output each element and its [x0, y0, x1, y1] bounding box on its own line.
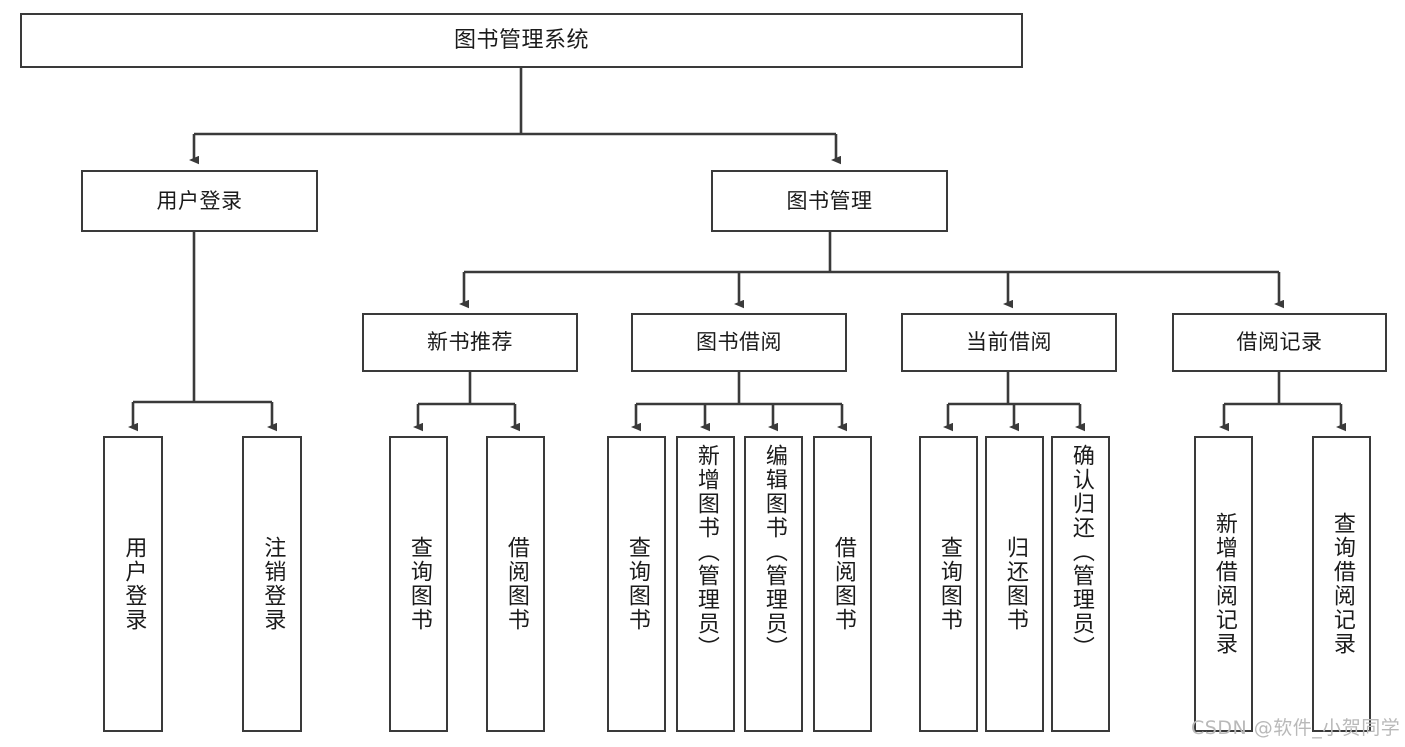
leaf-user-login-logout[interactable]: 注销登录	[242, 436, 302, 732]
leaf-current-borrow-confirm-admin[interactable]: 确认归还（管理员）	[1051, 436, 1110, 732]
node-user-login[interactable]: 用户登录	[81, 170, 318, 232]
leaf-book-borrow-borrow[interactable]: 借阅图书	[813, 436, 872, 732]
leaf-borrow-record-query[interactable]: 查询借阅记录	[1312, 436, 1371, 732]
leaf-user-login-login[interactable]: 用户登录	[103, 436, 163, 732]
leaf-book-borrow-query[interactable]: 查询图书	[607, 436, 666, 732]
leaf-borrow-record-add[interactable]: 新增借阅记录	[1194, 436, 1253, 732]
leaf-current-borrow-query[interactable]: 查询图书	[919, 436, 978, 732]
node-new-book-recommend[interactable]: 新书推荐	[362, 313, 578, 372]
node-current-borrow[interactable]: 当前借阅	[901, 313, 1117, 372]
csdn-watermark: CSDN @软件_小贺同学	[1191, 717, 1401, 739]
leaf-new-book-query[interactable]: 查询图书	[389, 436, 448, 732]
leaf-book-borrow-add-admin[interactable]: 新增图书（管理员）	[676, 436, 735, 732]
leaf-current-borrow-return[interactable]: 归还图书	[985, 436, 1044, 732]
node-book-borrow[interactable]: 图书借阅	[631, 313, 847, 372]
leaf-book-borrow-edit-admin[interactable]: 编辑图书（管理员）	[744, 436, 803, 732]
node-root-system[interactable]: 图书管理系统	[20, 13, 1023, 68]
node-book-management[interactable]: 图书管理	[711, 170, 948, 232]
leaf-new-book-borrow[interactable]: 借阅图书	[486, 436, 545, 732]
node-borrow-record[interactable]: 借阅记录	[1172, 313, 1387, 372]
